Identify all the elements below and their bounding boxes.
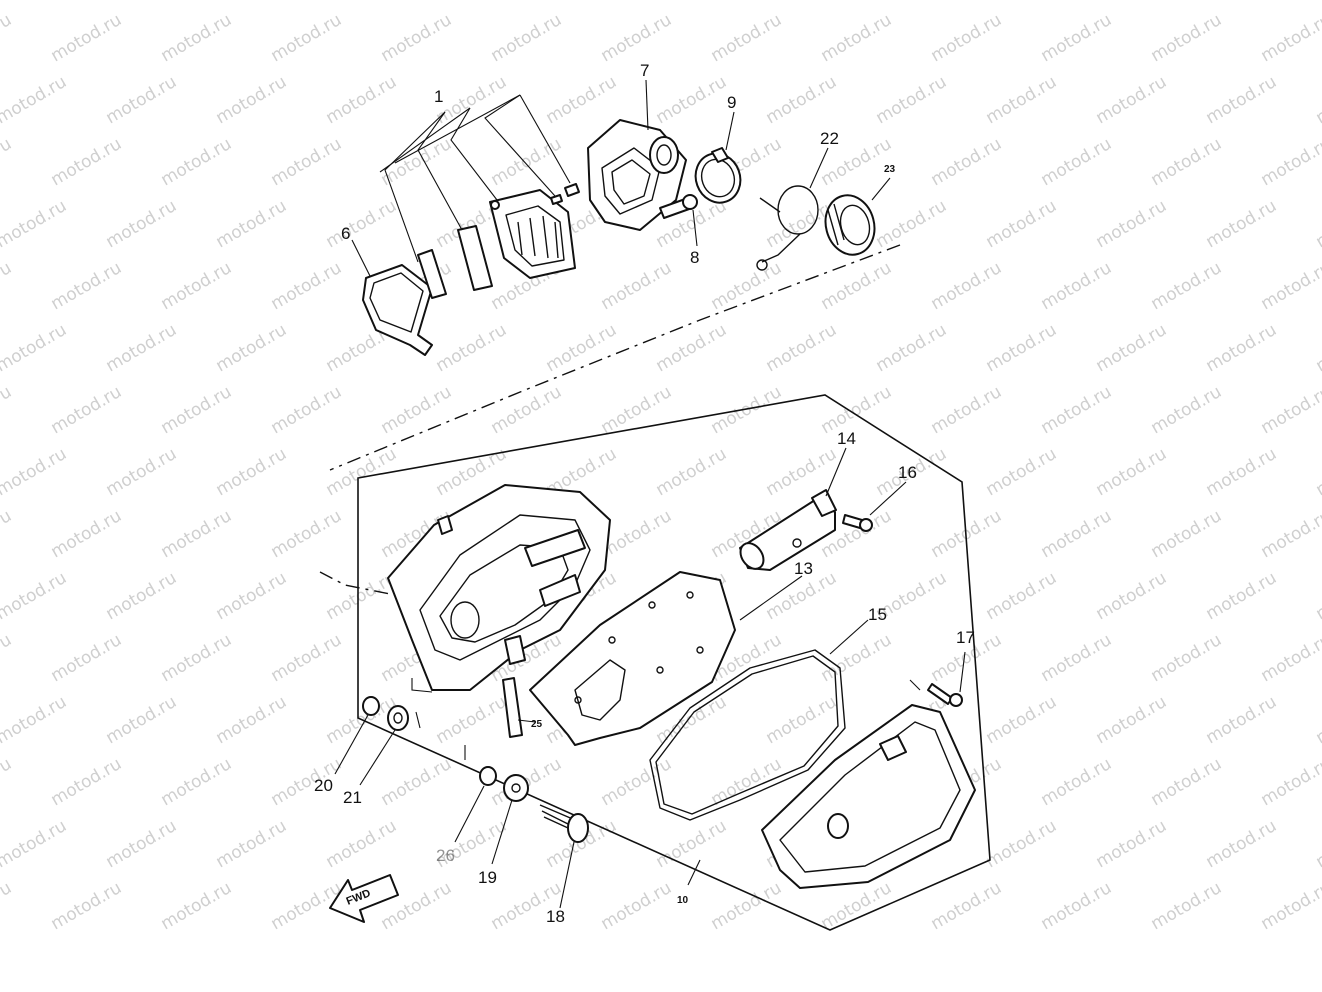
fwd-arrow: FWD	[329, 874, 399, 923]
callout-15: 15	[868, 605, 887, 624]
case-cap	[761, 679, 976, 889]
callout-25: 25	[531, 719, 543, 730]
callout-6: 6	[341, 224, 350, 243]
gasket-15	[649, 619, 869, 821]
callout-26: 26	[436, 846, 455, 865]
callout-23: 23	[884, 164, 896, 175]
callout-1: 1	[434, 87, 443, 106]
callout-14: 14	[837, 429, 856, 448]
screw-16	[842, 481, 907, 532]
intake-joint	[824, 177, 891, 256]
intake-duct	[739, 447, 847, 571]
callout-18: 18	[546, 907, 565, 926]
callout-19: 19	[478, 868, 497, 887]
callout-8: 8	[690, 248, 699, 267]
callout-20: 20	[314, 776, 333, 795]
callout-7: 7	[640, 61, 649, 80]
callout-13: 13	[794, 559, 813, 578]
drain-hose-25	[502, 677, 536, 738]
callout-labels: 1 6 7 8 9 22 23 14 16 13 15 17 25 20 21 …	[314, 61, 975, 926]
screw-17	[927, 651, 966, 707]
callout-17: 17	[956, 628, 975, 647]
wire-clip	[756, 147, 829, 271]
air-cleaner-case	[387, 484, 611, 693]
callout-10: 10	[677, 895, 689, 906]
reed-valve-assembly	[351, 94, 580, 356]
small-parts	[334, 696, 701, 909]
callout-21: 21	[343, 788, 362, 807]
callout-9: 9	[727, 93, 736, 112]
alignment-line-lower	[319, 571, 396, 596]
element-plate-13	[529, 571, 803, 746]
hose-clamp	[694, 111, 742, 204]
callout-22: 22	[820, 129, 839, 148]
intake-manifold	[587, 79, 698, 247]
callout-16: 16	[898, 463, 917, 482]
air-cleaner-outline	[357, 394, 991, 931]
